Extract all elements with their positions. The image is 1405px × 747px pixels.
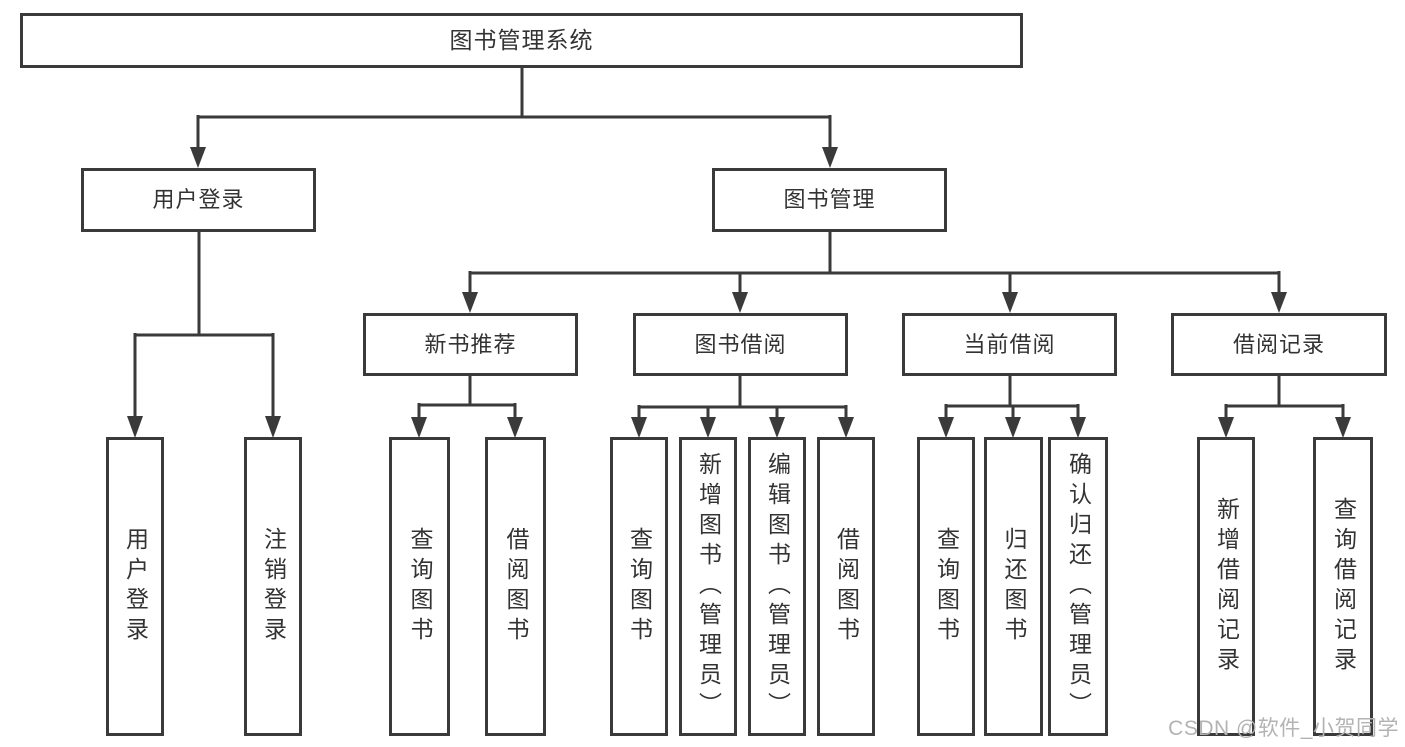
- leaf-label: 注销登录: [260, 526, 287, 647]
- leaf-label: 查询图书: [407, 526, 433, 647]
- arrowheads: [127, 147, 1351, 438]
- leaf-query-borrow-record: 查询借阅记录: [1313, 437, 1373, 736]
- arrowhead: [462, 292, 478, 313]
- connector-current-to-leaves: [944, 374, 1080, 418]
- leaf-add-borrow-record: 新增借阅记录: [1197, 437, 1255, 736]
- leaf-label: 确认归还（管理员）: [1065, 451, 1092, 722]
- connector-records-to-leaves: [1224, 374, 1345, 418]
- leaf-edit-books-admin: 编辑图书（管理员）: [748, 437, 806, 736]
- leaf-logout: 注销登录: [244, 437, 302, 736]
- leaf-label: 新增借阅记录: [1213, 496, 1240, 677]
- node-label: 图书借阅: [694, 331, 787, 357]
- node-borrowing-records: 借阅记录: [1171, 313, 1387, 376]
- connector-borrowing-to-leaves: [637, 374, 848, 418]
- node-label: 图书管理系统: [449, 27, 594, 53]
- leaf-label: 借阅图书: [833, 526, 860, 647]
- leaf-confirm-return-admin: 确认归还（管理员）: [1048, 437, 1108, 736]
- arrowhead: [700, 417, 716, 438]
- arrowhead: [190, 147, 206, 168]
- node-new-book-recommendation: 新书推荐: [363, 313, 578, 376]
- csdn-watermark: CSDN @软件_小贺同学: [1168, 717, 1399, 740]
- node-label: 当前借阅: [963, 331, 1056, 357]
- arrowhead: [507, 417, 523, 438]
- leaf-return-books: 归还图书: [984, 437, 1043, 736]
- leaf-label: 新增图书（管理员）: [695, 451, 722, 722]
- arrowhead: [1218, 417, 1234, 438]
- leaf-add-books-admin: 新增图书（管理员）: [679, 437, 737, 736]
- leaf-label: 归还图书: [1001, 526, 1027, 647]
- leaf-label: 查询图书: [933, 526, 960, 647]
- leaf-label: 编辑图书（管理员）: [764, 451, 791, 722]
- node-label: 用户登录: [152, 187, 245, 212]
- arrowhead: [732, 292, 748, 313]
- arrowhead: [822, 147, 838, 168]
- leaf-query-books-borrowing: 查询图书: [610, 437, 668, 736]
- node-current-borrowing: 当前借阅: [902, 313, 1117, 376]
- arrowhead: [1070, 417, 1086, 438]
- node-library-management-system: 图书管理系统: [20, 13, 1023, 68]
- arrowhead: [769, 417, 785, 438]
- node-label: 图书管理: [783, 187, 876, 212]
- arrowhead: [938, 417, 954, 438]
- arrowhead: [127, 416, 143, 438]
- leaf-borrow-books-borrowing: 借阅图书: [817, 437, 875, 736]
- leaf-label: 查询图书: [626, 526, 653, 647]
- leaf-label: 用户登录: [122, 526, 149, 647]
- arrowhead: [1271, 292, 1287, 313]
- arrowhead: [1005, 417, 1021, 438]
- leaf-user-login: 用户登录: [106, 437, 164, 736]
- node-user-login-branch: 用户登录: [81, 168, 316, 232]
- arrowhead: [631, 417, 647, 438]
- arrowhead: [265, 416, 281, 438]
- arrowhead: [838, 417, 854, 438]
- node-book-management-branch: 图书管理: [712, 168, 947, 232]
- leaf-label: 查询借阅记录: [1330, 496, 1357, 677]
- connector-root-to-level2: [196, 66, 832, 148]
- leaf-borrow-books-recommend: 借阅图书: [485, 437, 546, 736]
- leaf-query-books-current: 查询图书: [917, 437, 975, 736]
- connector-book-mgmt-to-level3: [468, 230, 1281, 294]
- arrowhead: [1335, 417, 1351, 438]
- node-label: 新书推荐: [424, 331, 517, 357]
- arrowhead: [1002, 292, 1018, 313]
- leaf-query-books-recommend: 查询图书: [389, 437, 450, 736]
- connector-user-login-to-leaves: [133, 230, 275, 417]
- arrowhead: [411, 417, 427, 438]
- node-book-borrowing: 图书借阅: [633, 313, 848, 376]
- leaf-label: 借阅图书: [503, 526, 529, 647]
- node-label: 借阅记录: [1232, 331, 1325, 357]
- connector-recommend-to-leaves: [417, 374, 517, 418]
